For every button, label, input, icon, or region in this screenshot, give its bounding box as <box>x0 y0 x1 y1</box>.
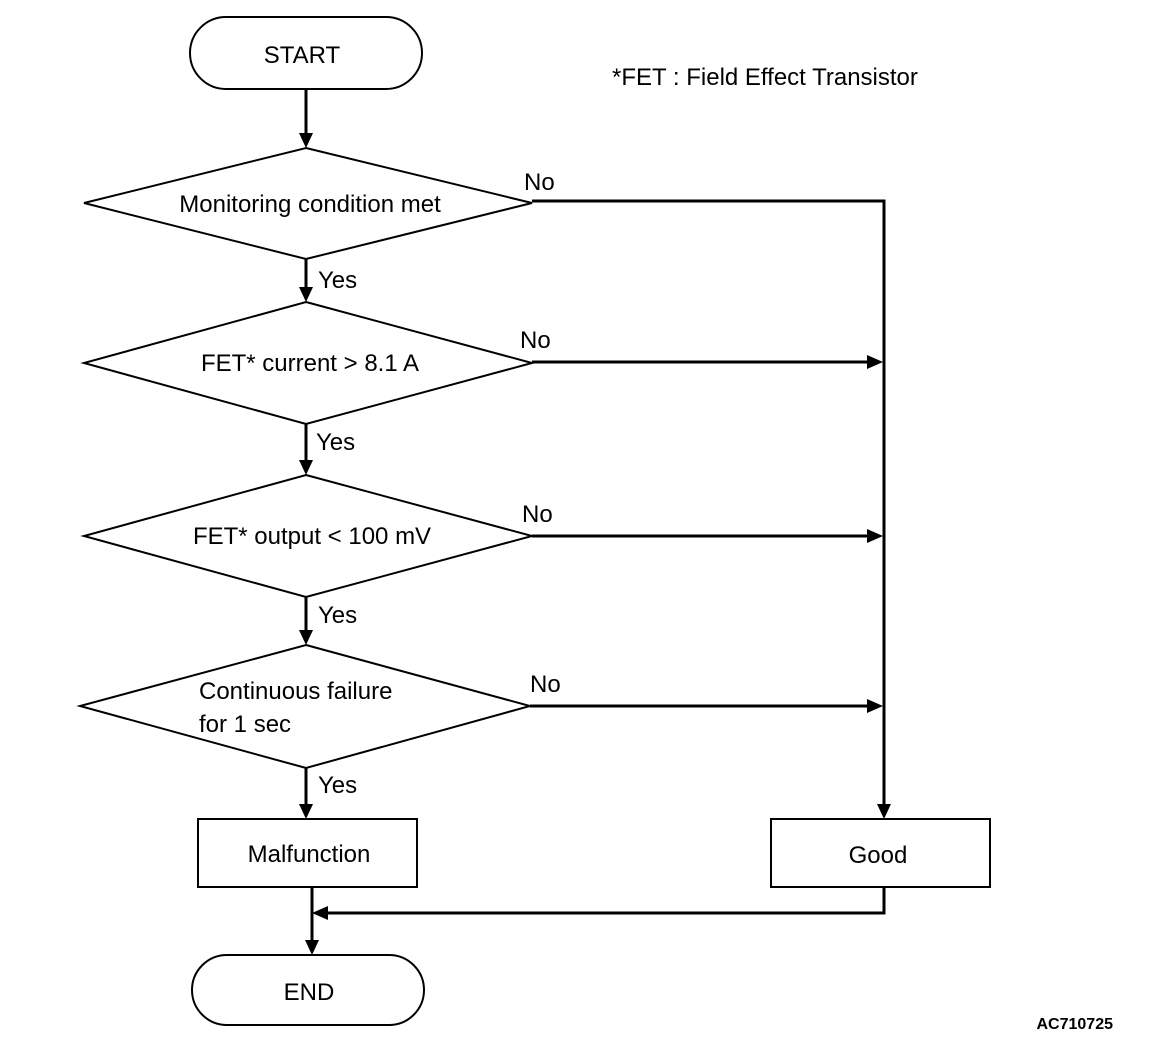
arrowhead <box>867 529 883 543</box>
arrowhead <box>305 940 319 955</box>
decision-continuous-failure-line1: Continuous failure <box>199 678 392 705</box>
end-label: END <box>284 979 335 1006</box>
decision-continuous-failure-line2: for 1 sec <box>199 711 291 738</box>
decision-fet-current-label: FET* current > 8.1 A <box>201 350 419 377</box>
figure-id: AC710725 <box>1037 1016 1114 1033</box>
no-label-4: No <box>530 671 561 698</box>
arrowhead <box>299 133 313 148</box>
no-label-3: No <box>522 501 553 528</box>
decision-continuous-failure <box>76 643 534 770</box>
arrowhead <box>299 287 313 302</box>
good-box <box>770 818 991 888</box>
yes-label-3: Yes <box>318 602 357 629</box>
end-terminator <box>191 954 425 1026</box>
no-label-1: No <box>524 169 555 196</box>
malfunction-box <box>197 818 418 888</box>
decision-fet-output-label: FET* output < 100 mV <box>193 523 431 550</box>
arrowhead <box>312 906 328 920</box>
yes-label-4: Yes <box>318 772 357 799</box>
arrowhead <box>299 460 313 475</box>
yes-label-2: Yes <box>316 429 355 456</box>
arrowhead <box>877 804 891 819</box>
connector-d1-no-rail <box>532 199 886 806</box>
yes-label-1: Yes <box>318 267 357 294</box>
no-label-2: No <box>520 327 551 354</box>
arrowhead <box>867 699 883 713</box>
connector-good-merge <box>326 887 886 915</box>
good-label: Good <box>849 842 908 869</box>
decision-monitoring-condition-label: Monitoring condition met <box>179 191 441 218</box>
fet-note: *FET : Field Effect Transistor <box>612 64 918 91</box>
arrowhead <box>299 804 313 819</box>
arrowhead <box>299 630 313 645</box>
start-label: START <box>264 42 341 69</box>
malfunction-label: Malfunction <box>248 841 371 868</box>
arrowhead <box>867 355 883 369</box>
